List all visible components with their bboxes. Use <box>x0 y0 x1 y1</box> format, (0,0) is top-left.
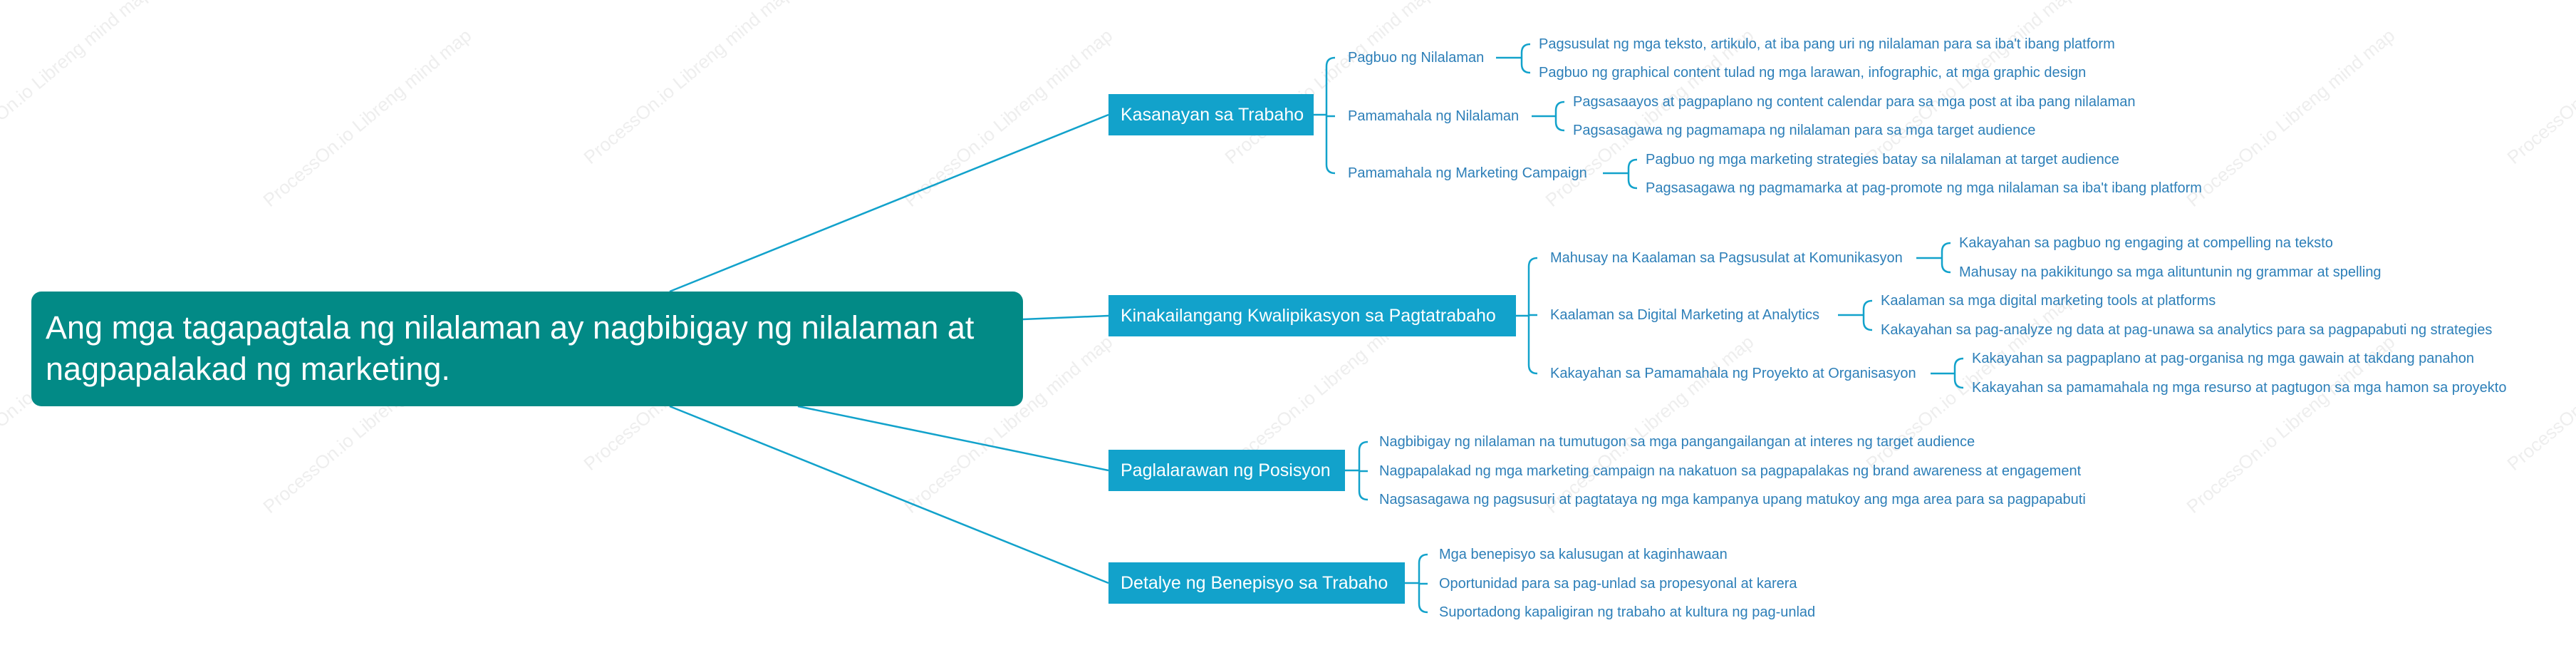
detail-item[interactable]: Kakayahan sa pamamahala ng mga resurso a… <box>1972 380 2507 396</box>
root-to-branch-line <box>669 405 1109 584</box>
detail-item[interactable]: Nagbibigay ng nilalaman na tumutugon sa … <box>1379 434 1975 450</box>
detail-item[interactable]: Suportadong kapaligiran ng trabaho at ku… <box>1439 604 1816 620</box>
root-to-branch-line <box>1022 314 1109 321</box>
root-to-branch-line <box>669 113 1109 293</box>
detail-item[interactable]: Mahusay na pakikitungo sa mga alituntuni… <box>1959 264 2382 280</box>
detail-item[interactable]: Mga benepisyo sa kalusugan at kaginhawaa… <box>1439 547 1728 562</box>
detail-item[interactable]: Nagpapalakad ng mga marketing campaign n… <box>1379 463 2082 479</box>
subtopic-digital-marketing[interactable]: Kaalaman sa Digital Marketing at Analyti… <box>1550 307 1819 323</box>
detail-item[interactable]: Kaalaman sa mga digital marketing tools … <box>1881 293 2216 309</box>
bracket-line <box>1520 43 1531 74</box>
branch-topic-skills[interactable]: Kasanayan sa Trabaho <box>1108 94 1314 135</box>
branch-topic-label: Kasanayan sa Trabaho <box>1121 105 1304 125</box>
bracket-line <box>1941 242 1951 274</box>
detail-item[interactable]: Pagsusulat ng mga teksto, artikulo, at i… <box>1539 36 2115 52</box>
bracket-line <box>1554 100 1565 132</box>
detail-item[interactable]: Pagsasagawa ng pagmamarka at pag-promote… <box>1646 180 2202 196</box>
root-to-branch-line <box>797 405 1109 472</box>
detail-item[interactable]: Kakayahan sa pag-analyze ng data at pag-… <box>1881 322 2493 338</box>
bracket-line <box>1627 158 1638 190</box>
branch-topic-position[interactable]: Paglalarawan ng Posisyon <box>1108 450 1345 491</box>
subtopic-content-creation[interactable]: Pagbuo ng Nilalaman <box>1348 50 1485 66</box>
detail-item[interactable]: Pagsasaayos at pagpaplano ng content cal… <box>1573 94 2136 110</box>
branch-topic-label: Paglalarawan ng Posisyon <box>1121 460 1331 480</box>
subtopic-project-management[interactable]: Kakayahan sa Pamamahala ng Proyekto at O… <box>1550 366 1916 381</box>
detail-item[interactable]: Kakayahan sa pagbuo ng engaging at compe… <box>1959 235 2333 251</box>
detail-item[interactable]: Pagsasagawa ng pagmamapa ng nilalaman pa… <box>1573 123 2036 138</box>
detail-item[interactable]: Nagsasagawa ng pagsusuri at pagtataya ng… <box>1379 492 2086 507</box>
subtopic-content-management[interactable]: Pamamahala ng Nilalaman <box>1348 108 1520 124</box>
branch-topic-qualifications[interactable]: Kinakailangang Kwalipikasyon sa Pagtatra… <box>1108 295 1516 336</box>
detail-item[interactable]: Pagbuo ng graphical content tulad ng mga… <box>1539 65 2087 81</box>
bracket-line <box>1953 357 1964 389</box>
detail-item[interactable]: Pagbuo ng mga marketing strategies batay… <box>1646 152 2119 167</box>
detail-item[interactable]: Kakayahan sa pagpaplano at pag-organisa … <box>1972 351 2474 366</box>
bracket-line <box>1862 299 1873 331</box>
branch-topic-benefits[interactable]: Detalye ng Benepisyo sa Trabaho <box>1108 562 1405 604</box>
branch-topic-label: Detalye ng Benepisyo sa Trabaho <box>1121 573 1388 593</box>
subtopic-campaign-management[interactable]: Pamamahala ng Marketing Campaign <box>1348 165 1587 181</box>
root-topic-text: Ang mga tagapagtala ng nilalaman ay nagb… <box>46 309 975 387</box>
root-topic[interactable]: Ang mga tagapagtala ng nilalaman ay nagb… <box>31 292 1023 406</box>
branch-topic-label: Kinakailangang Kwalipikasyon sa Pagtatra… <box>1121 306 1496 326</box>
subtopic-writing-communication[interactable]: Mahusay na Kaalaman sa Pagsusulat at Kom… <box>1550 250 1903 266</box>
detail-item[interactable]: Oportunidad para sa pag-unlad sa propesy… <box>1439 576 1797 592</box>
